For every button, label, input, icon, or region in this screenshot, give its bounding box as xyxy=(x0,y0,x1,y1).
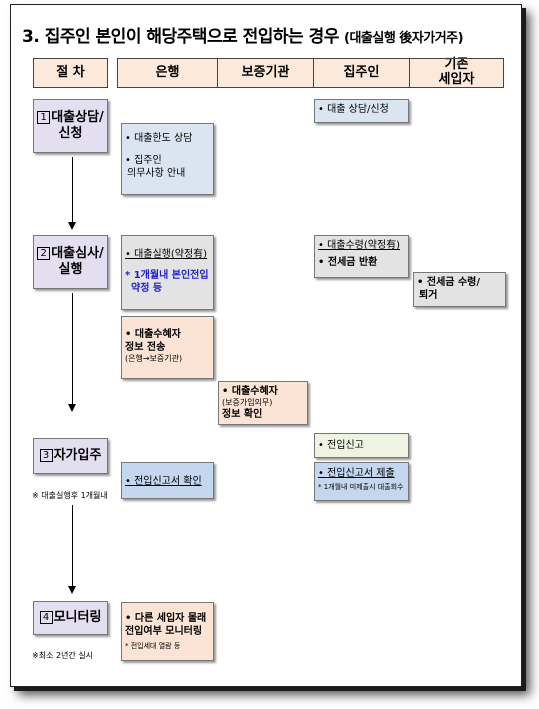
owner-consult-box: • 대출 상담/신청 xyxy=(314,99,409,123)
step-number: 4 xyxy=(39,611,53,625)
bank-monitor-box: • 다른 세입자 몰래 전입여부 모니터링 * 전입세대 열람 등 xyxy=(121,602,214,661)
header-guarantor: 보증기관 xyxy=(218,58,313,88)
title-sub: (대출실행 後자가거주) xyxy=(344,31,464,46)
tenant-receive-box: • 전세금 수령/ 퇴거 xyxy=(413,272,506,307)
header-procedure: 절 차 xyxy=(33,58,108,88)
footnote-step4: ※최소 2년간 실시 xyxy=(32,651,94,660)
header-bank: 은행 xyxy=(118,58,217,88)
guarantor-check-box: • 대출수혜자 (보증가입의무) 정보 확인 xyxy=(218,381,308,425)
header-owner: 집주인 xyxy=(314,58,409,88)
header-divider xyxy=(313,58,314,88)
header-tenant: 기존 세입자 xyxy=(410,57,503,88)
step-number: 1 xyxy=(37,111,51,125)
owner-receive-box: • 대출수령(약정有) • 전세금 반환 xyxy=(314,235,409,278)
bank-consult-box: • 대출한도 상담 • 집주인 의무사항 안내 xyxy=(121,123,214,195)
header-group-border xyxy=(117,58,504,88)
owner-movein-box: • 전입신고 xyxy=(314,433,409,458)
title-main: 3. 집주인 본인이 해당주택으로 전입하는 경우 xyxy=(22,27,339,47)
bank-send-box: • 대출수혜자 정보 전송 (은행→보증기관) xyxy=(121,316,214,379)
header-divider xyxy=(409,58,410,88)
bank-exec-box: • 대출실행(약정有) * 1개월내 본인전입 약정 등 xyxy=(121,235,214,310)
bank-confirm-box: • 전입신고서 확인 xyxy=(121,462,214,499)
owner-submit-box: • 전입신고서 제출 * 1개월내 미제출시 대출회수 xyxy=(314,462,409,501)
flow-arrow xyxy=(68,293,76,412)
flow-arrow xyxy=(68,505,76,594)
footnote-step3: ※ 대출실행후 1개월내 xyxy=(32,491,108,500)
page-title: 3. 집주인 본인이 해당주택으로 전입하는 경우 (대출실행 後자가거주) xyxy=(22,22,464,47)
flow-arrow xyxy=(68,157,76,230)
header-divider xyxy=(217,58,218,88)
step-number: 3 xyxy=(39,449,53,463)
step-number: 2 xyxy=(37,247,51,261)
